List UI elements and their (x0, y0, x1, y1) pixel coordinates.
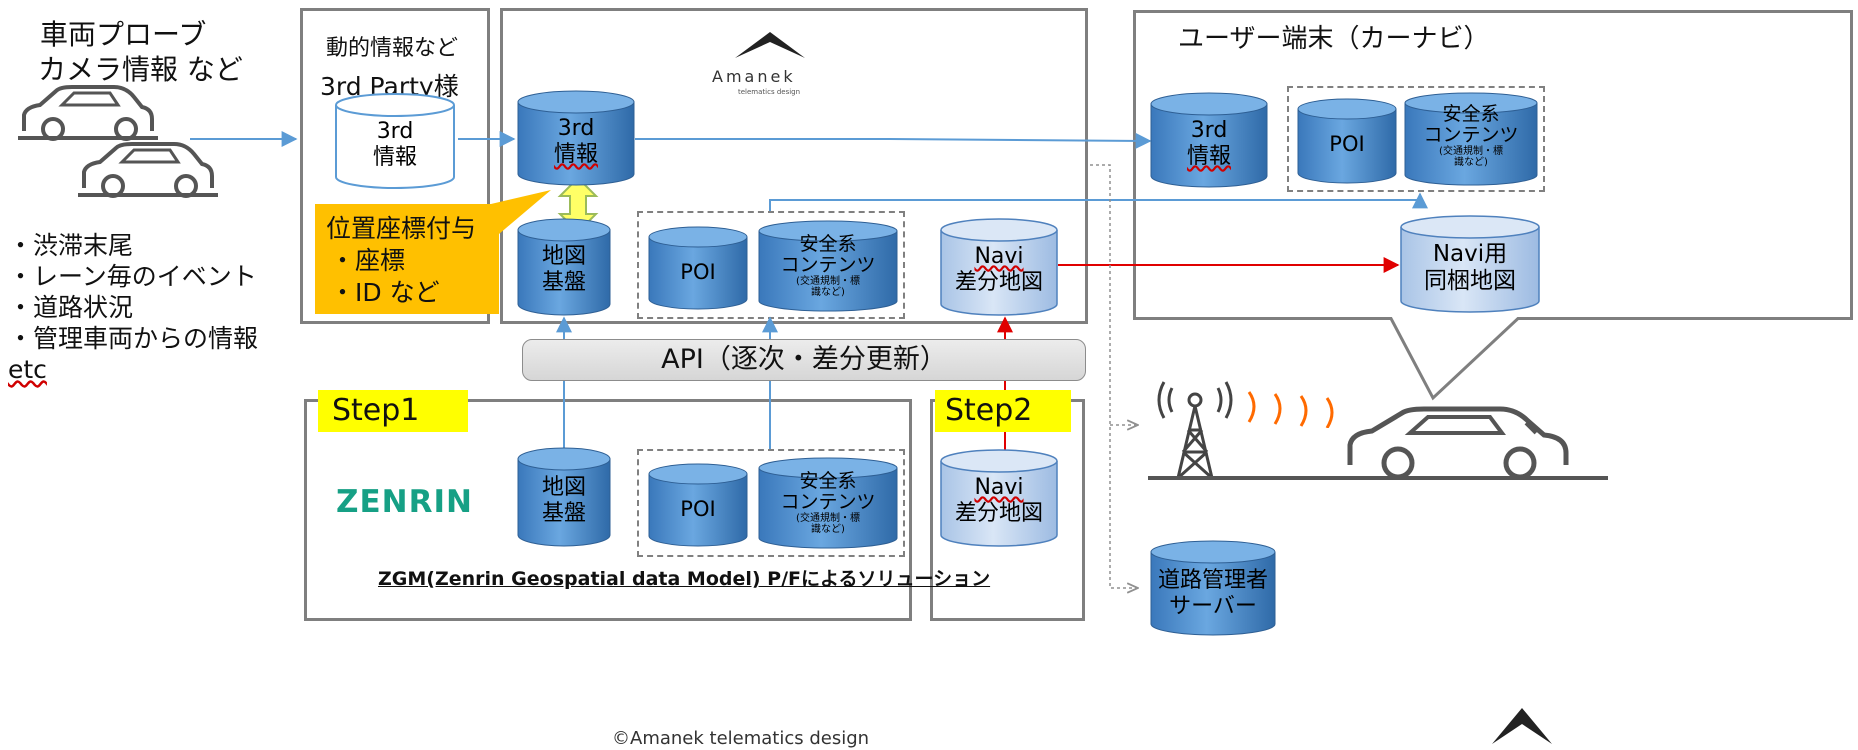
cylinder-label: 基盤 (541, 269, 586, 295)
amanek-logo-icon (735, 32, 805, 58)
zenrin-poi-group (637, 449, 905, 557)
cylinder-label: 3rd (557, 116, 595, 141)
user-terminal-box (1133, 10, 1853, 401)
callout-line2: ・座標 (330, 246, 406, 275)
car-icon (78, 142, 218, 198)
note-item: etc (8, 355, 47, 384)
cylinder-label: Navi (974, 244, 1024, 269)
cylinder-label: サーバー (1169, 593, 1257, 619)
step1-label: Step1 (318, 390, 468, 432)
zenrin-map-base-cylinder: 地図 基盤 (517, 447, 611, 547)
probe-heading-line1: 車両プローブ (40, 18, 207, 51)
zenrin-logo: ZENRIN (336, 484, 473, 520)
amanek-logo-name: Amanek (712, 67, 796, 86)
cylinder-label: 識など) (811, 523, 845, 535)
note-item: ・渋滞末尾 (8, 231, 134, 260)
cylinder-label: 情報 (1186, 143, 1231, 169)
cylinder-label: 差分地図 (954, 269, 1043, 295)
zenrin-box (304, 399, 912, 621)
step2-navi-diff-cylinder: Navi 差分地図 (940, 449, 1058, 547)
cylinder-label: 3rd (1190, 118, 1228, 143)
radio-tower-icon (1157, 381, 1233, 480)
amanek-map-base-cylinder: 地図 基盤 (517, 218, 611, 316)
cylinder-label: (交通規制・標 (1439, 145, 1503, 157)
cylinder-label: 安全系 (799, 470, 857, 492)
callout-line1: 位置座標付与 (326, 214, 477, 243)
step2-label: Step2 (935, 390, 1071, 432)
user-terminal-heading: ユーザー端末（カーナビ） (1178, 24, 1490, 54)
cylinder-label: 3rd (376, 119, 414, 144)
amanek-logo-icon (1492, 708, 1552, 744)
cylinder-label: 差分地図 (954, 500, 1043, 526)
cylinder-label: 識など) (1454, 156, 1488, 168)
amanek-platform-box (500, 8, 1088, 324)
probe-heading-line2: カメラ情報 など (38, 53, 243, 86)
api-bar-label: API（逐次・差分更新） (661, 344, 947, 375)
cylinder-label: コンテンツ (780, 253, 876, 276)
note-item: ・管理車両からの情報 (8, 324, 259, 353)
cylinder-label: (交通規制・標 (796, 512, 860, 524)
probe-notes: ・渋滞末尾 ・レーン毎のイベント ・道路状況 ・管理車両からの情報 etc (8, 230, 258, 385)
cylinder-label: 安全系 (799, 233, 857, 255)
cylinder-label: 同梱地図 (1424, 268, 1516, 295)
zgm-footer: ZGM(Zenrin Geospatial data Model) P/Fによる… (378, 568, 991, 590)
cylinder-label: POI (680, 260, 716, 284)
radio-wave-icon (1247, 391, 1334, 428)
cylinder-label: (交通規制・標 (796, 275, 860, 287)
note-item: ・道路状況 (8, 293, 134, 322)
cylinder-label: POI (680, 497, 716, 521)
zenrin-poi-cylinder: POI (648, 463, 748, 547)
road-admin-server-cylinder: 道路管理者 サーバー (1150, 540, 1276, 636)
cylinder-label: 地図 (541, 244, 586, 269)
user-poi-group (1287, 86, 1545, 192)
amanek-3rd-info-cylinder: 3rd 情報 (517, 90, 635, 186)
callout-line3: ・ID など (330, 278, 440, 307)
cylinder-label: 安全系 (1442, 103, 1500, 125)
cylinder-label: コンテンツ (780, 490, 876, 513)
cylinder-label: Navi (974, 475, 1024, 500)
user-poi-cylinder: POI (1297, 98, 1397, 184)
user-safety-content-cylinder: 安全系 コンテンツ (交通規制・標 識など) (1404, 92, 1538, 186)
car-icon (1347, 406, 1569, 480)
cylinder-label: 道路管理者 (1157, 568, 1268, 593)
cylinder-label: Navi用 (1432, 241, 1508, 267)
zenrin-safety-content-cylinder: 安全系 コンテンツ (交通規制・標 識など) (758, 457, 898, 549)
road-line (1148, 476, 1608, 480)
api-bar: API（逐次・差分更新） (522, 339, 1086, 381)
note-item: ・レーン毎のイベント (8, 262, 257, 291)
third-party-box (300, 8, 490, 324)
user-navi-bundled-map-cylinder: Navi用 同梱地図 (1400, 215, 1540, 313)
amanek-logo-tagline: telematics design (738, 88, 801, 96)
footer-credit: ©Amanek telematics design (612, 728, 870, 749)
amanek-navi-diff-cylinder: Navi 差分地図 (940, 218, 1058, 316)
cylinder-label: 地図 (541, 475, 586, 500)
third-party-heading-line1: 動的情報など (326, 36, 459, 61)
cylinder-label: 基盤 (541, 500, 586, 526)
third-party-info-cylinder: 3rd 情報 (335, 93, 455, 189)
cylinder-label: 識など) (811, 286, 845, 298)
amanek-poi-cylinder: POI (648, 226, 748, 310)
user-3rd-info-cylinder: 3rd 情報 (1150, 92, 1268, 188)
cylinder-label: POI (1329, 132, 1365, 156)
amanek-safety-content-cylinder: 安全系 コンテンツ (交通規制・標 識など) (758, 220, 898, 312)
cylinder-label: 情報 (372, 144, 417, 170)
cylinder-label: コンテンツ (1423, 123, 1519, 146)
callout-shape (315, 190, 551, 314)
cylinder-label: 情報 (553, 141, 598, 167)
car-icon (18, 85, 158, 141)
